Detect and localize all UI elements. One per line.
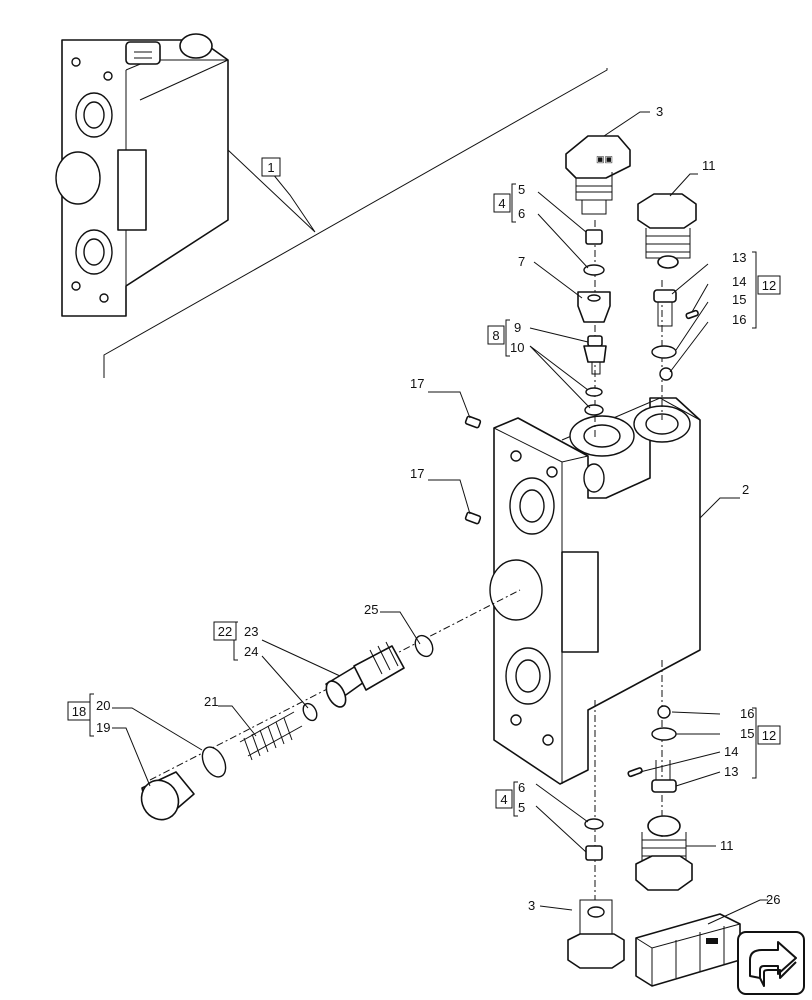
relief-cartridge-bottom <box>567 899 625 969</box>
callout-21: 21 <box>204 694 218 709</box>
callout-4-bottom-box <box>495 789 513 809</box>
callout-6-top: 6 <box>518 206 525 221</box>
set-screw-17-upper <box>464 415 482 429</box>
callout-18-box <box>67 701 91 721</box>
callout-18: 18 <box>72 704 86 719</box>
callout-19: 19 <box>96 720 110 735</box>
o-ring-6-bottom <box>584 818 604 830</box>
callout-13-top: 13 <box>732 250 746 265</box>
callout-17-upper: 17 <box>410 376 424 391</box>
callout-22: 22 <box>218 624 232 639</box>
callout-13-bottom: 13 <box>724 764 738 779</box>
callout-14-bottom: 14 <box>724 744 738 759</box>
plug-5-bottom <box>585 845 603 861</box>
spool-23 <box>325 641 405 708</box>
callout-2-leader <box>699 497 740 519</box>
seal-10 <box>584 387 604 416</box>
callout-25: 25 <box>364 602 378 617</box>
plug-13-top <box>653 289 677 327</box>
callout-5-top: 5 <box>518 182 525 197</box>
callout-3-top: 3 <box>656 104 663 119</box>
ball-16-top <box>659 367 673 381</box>
poppet-9 <box>583 335 607 375</box>
o-ring-15-bottom <box>651 727 677 741</box>
pin-14-top <box>685 309 699 320</box>
crate-26 <box>635 913 741 987</box>
assembly-bracket-line <box>103 68 608 378</box>
callout-20: 20 <box>96 698 110 713</box>
callout-8: 8 <box>492 328 499 343</box>
callout-12-bottom-box <box>757 725 781 745</box>
valve-cartridge-11-bottom <box>635 815 693 891</box>
plug-5-top <box>585 229 603 245</box>
spring-21 <box>239 711 303 761</box>
next-page-arrow-icon[interactable] <box>737 931 805 995</box>
callout-1-box <box>261 157 281 177</box>
callout-8-box <box>487 325 505 345</box>
callout-1: 1 <box>267 160 274 175</box>
callout-1-leader <box>227 149 316 233</box>
axis-horizontal <box>149 589 521 781</box>
callout-4-top-box <box>493 193 511 213</box>
callout-16-bottom: 16 <box>740 706 754 721</box>
callout-4-bottom: 4 <box>500 792 507 807</box>
callout-12-bottom: 12 <box>762 728 776 743</box>
callout-23: 23 <box>244 624 258 639</box>
callout-24: 24 <box>244 644 258 659</box>
ball-16-bottom <box>657 705 671 719</box>
set-screw-17-lower <box>464 511 482 525</box>
callout-16-top: 16 <box>732 312 746 327</box>
o-ring-15-top <box>651 345 677 359</box>
callout-9: 9 <box>514 320 521 335</box>
callout-15-bottom: 15 <box>740 726 754 741</box>
callout-11-bottom: 11 <box>720 838 734 853</box>
washer-25 <box>414 634 434 658</box>
valve-section-assembly-thumbnail <box>55 33 229 317</box>
plug-13-bottom <box>651 760 677 793</box>
callout-22-box <box>213 621 237 641</box>
callout-14-top: 14 <box>732 274 746 289</box>
o-ring-20 <box>201 746 227 778</box>
washer-24 <box>302 702 318 722</box>
callout-12-top-box <box>757 275 781 295</box>
callout-leaders <box>112 111 768 925</box>
callout-10: 10 <box>510 340 524 355</box>
callout-26: 26 <box>766 892 780 907</box>
callout-15-top: 15 <box>732 292 746 307</box>
plug-19 <box>140 771 195 821</box>
callout-4-top: 4 <box>498 196 505 211</box>
callout-17-lower: 17 <box>410 466 424 481</box>
callout-5-bottom: 5 <box>518 800 525 815</box>
svg-text:▣▣: ▣▣ <box>596 154 613 164</box>
callout-6-bottom: 6 <box>518 780 525 795</box>
relief-cartridge-top: ▣▣ <box>565 135 631 215</box>
seat-7 <box>577 291 611 323</box>
o-ring-6-top <box>583 264 605 276</box>
callout-12-top: 12 <box>762 278 776 293</box>
callout-3-bottom: 3 <box>528 898 535 913</box>
pin-14-bottom <box>627 767 643 778</box>
callout-11-top: 11 <box>702 158 716 173</box>
callout-2: 2 <box>742 482 749 497</box>
callout-7: 7 <box>518 254 525 269</box>
valve-body <box>489 397 701 785</box>
valve-cartridge-11-top <box>637 193 697 269</box>
